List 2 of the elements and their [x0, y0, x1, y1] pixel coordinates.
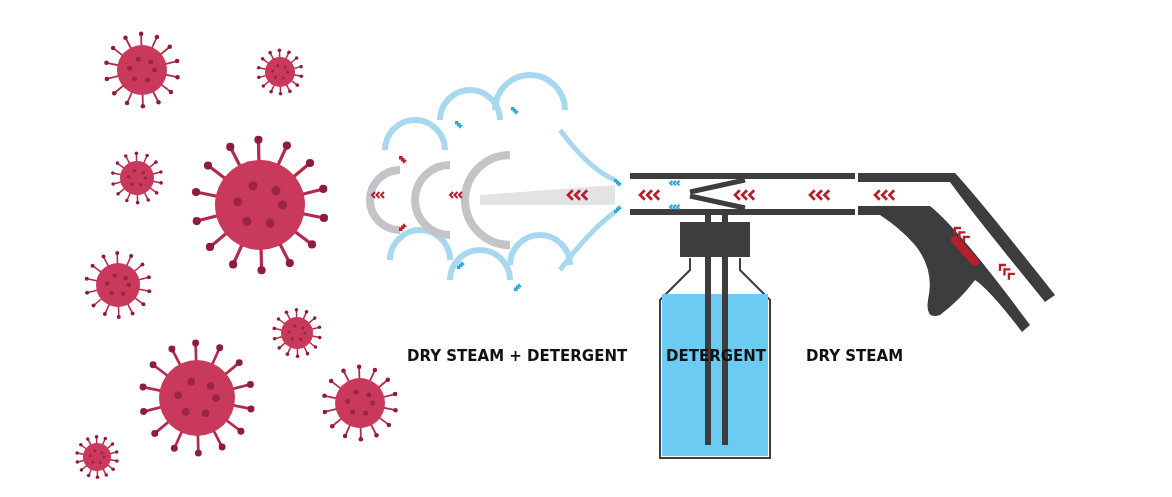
caption-text: DRY STEAM + DETERGENT: [407, 347, 628, 365]
caption-text: DRY STEAM: [806, 347, 904, 365]
